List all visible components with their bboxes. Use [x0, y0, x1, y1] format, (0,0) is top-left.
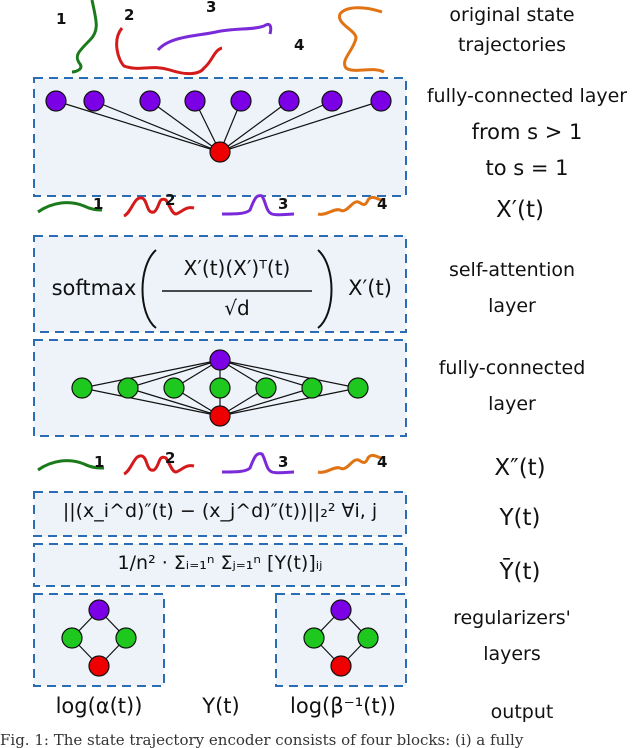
- attn-denominator: √d: [224, 296, 250, 320]
- label-reg: regularizers' layers: [412, 600, 612, 672]
- fc1-input-node: [184, 90, 206, 112]
- fc1-input-node: [370, 90, 392, 112]
- label-fc1-line1: fully-connected layer: [426, 85, 628, 107]
- attn-left-paren: [141, 249, 157, 329]
- label-original: original state trajectories: [402, 0, 622, 60]
- xdp-traj-4: [317, 453, 383, 474]
- original-trajectories: [71, 0, 385, 76]
- label-fc1-from: from s > 1: [471, 120, 583, 144]
- xdp-num-4: 4: [377, 453, 387, 471]
- label-ybar: Ȳ(t): [499, 559, 541, 585]
- attn-box: [33, 235, 407, 333]
- label-attn: self-attention layer: [412, 252, 612, 324]
- fc2-hidden-node: [255, 377, 277, 399]
- reg-beta-left-node: [303, 627, 325, 649]
- xprime-traj-4: [317, 195, 383, 216]
- fc1-input-node: [83, 90, 105, 112]
- fc2-bottom-node: [209, 405, 231, 427]
- reg-alpha-top-node: [88, 599, 110, 621]
- fc1-input-node: [321, 90, 343, 112]
- xdp-num-3: 3: [278, 453, 288, 471]
- xprime-num-4: 4: [377, 195, 387, 213]
- reg-alpha-left-node: [61, 627, 83, 649]
- xprime-traj-2: [123, 196, 195, 218]
- reg-beta-top-node: [330, 599, 352, 621]
- xprime-traj-1: [37, 201, 103, 214]
- label-attn-line1: self-attention: [448, 259, 576, 281]
- xdp-traj-2: [123, 454, 195, 476]
- fc2-hidden-node: [301, 377, 323, 399]
- xprime-traj-3: [221, 194, 295, 217]
- distance-formula: ||(x_i^d)″(t) − (x_j^d)″(t))||₂² ∀i, j: [62, 500, 378, 522]
- fc2-hidden-node: [347, 377, 369, 399]
- trajectory-4: [338, 6, 385, 74]
- label-original-line2: trajectories: [457, 34, 567, 56]
- traj-num-3: 3: [206, 0, 216, 16]
- mean-box: [33, 543, 407, 587]
- xprime-num-3: 3: [278, 195, 288, 213]
- fc2-hidden-node: [117, 377, 139, 399]
- label-xprime: X′(t): [496, 197, 544, 223]
- reg-beta-net: [303, 599, 379, 677]
- label-y: Y(t): [499, 505, 541, 531]
- fc1-input-node: [139, 90, 161, 112]
- xdp-traj-3: [221, 452, 295, 475]
- label-xdoubleprime: X″(t): [494, 455, 546, 481]
- fc1-output-node: [209, 141, 231, 163]
- label-fc1-to: to s = 1: [485, 156, 569, 180]
- trajectory-2: [115, 27, 223, 76]
- mean-formula: 1/n² · Σᵢ₌₁ⁿ Σⱼ₌₁ⁿ [Y(t)]ᵢⱼ: [117, 552, 323, 574]
- output-beta: log(β⁻¹(t)): [290, 694, 396, 718]
- xdp-num-1: 1: [94, 453, 104, 471]
- label-reg-line2: layers: [483, 643, 541, 665]
- attn-right-paren: [317, 249, 333, 329]
- traj-num-4: 4: [294, 36, 304, 54]
- attn-numerator: X′(t)(X′)ᵀ(t): [183, 256, 291, 280]
- attn-tail: X′(t): [348, 276, 392, 300]
- label-fc2: fully-connected layer: [412, 350, 612, 422]
- label-output: output: [490, 701, 554, 723]
- reg-beta-right-node: [357, 627, 379, 649]
- label-fc1: fully-connected layer from s > 1 to s = …: [416, 78, 638, 186]
- label-fc2-line2: layer: [488, 393, 536, 415]
- fc2-top-node: [209, 349, 231, 371]
- traj-num-1: 1: [56, 10, 66, 28]
- label-reg-line1: regularizers': [453, 607, 571, 629]
- fc1-input-node: [230, 90, 252, 112]
- softmax-word: softmax: [51, 276, 137, 300]
- output-y: Y(t): [202, 694, 240, 718]
- figure-caption: Fig. 1: The state trajectory encoder con…: [0, 732, 524, 748]
- xprime-trajectories: [37, 194, 383, 218]
- xdoubleprime-trajectories: [37, 452, 383, 476]
- reg-beta-bottom-node: [330, 655, 352, 677]
- fc1-nodes: [45, 90, 392, 163]
- trajectory-3: [156, 22, 273, 52]
- xprime-num-1: 1: [93, 195, 103, 213]
- fc2-hidden-node: [71, 377, 93, 399]
- reg-alpha-bottom-node: [88, 655, 110, 677]
- trajectory-1: [71, 0, 98, 74]
- traj-num-2: 2: [124, 6, 134, 24]
- fc2-hidden-node: [163, 377, 185, 399]
- fc2-hidden-node: [209, 377, 231, 399]
- fc1-input-node: [278, 90, 300, 112]
- output-alpha: log(α(t)): [55, 694, 143, 718]
- xprime-num-2: 2: [165, 191, 175, 209]
- label-attn-line2: layer: [488, 295, 536, 317]
- reg-alpha-net: [61, 599, 137, 677]
- fc2-nodes: [71, 349, 369, 427]
- label-original-line1: original state: [449, 4, 575, 26]
- xdp-traj-1: [37, 459, 105, 472]
- reg-alpha-right-node: [115, 627, 137, 649]
- distance-box: [33, 491, 407, 537]
- fc1-input-node: [45, 90, 67, 112]
- xdp-num-2: 2: [165, 449, 175, 467]
- label-fc2-line1: fully-connected: [438, 357, 586, 379]
